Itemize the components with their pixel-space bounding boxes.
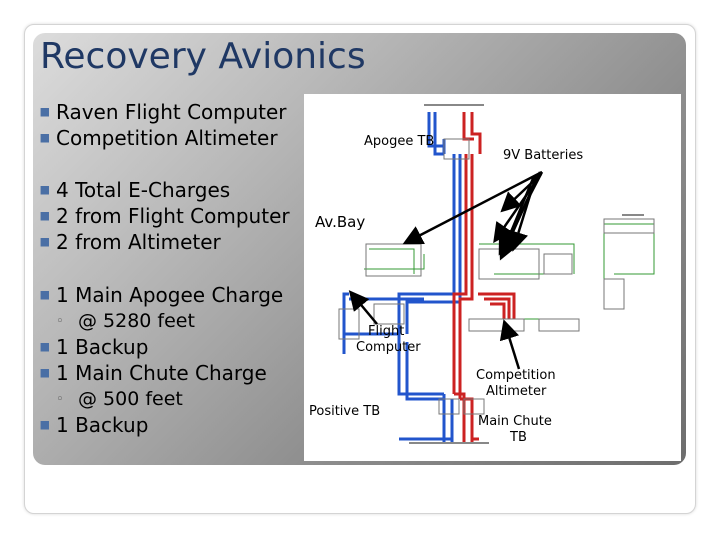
bullet-marker-icon: ⯀ [40, 236, 50, 250]
main-chute-tb-label-line2: TB [510, 430, 527, 445]
bullet-item: ⯀1 Main Apogee Charge [40, 283, 284, 307]
bullet-item: ⯀4 Total E-Charges [40, 178, 231, 202]
slide-title: Recovery Avionics [40, 36, 366, 77]
bullet-marker-icon: ⯀ [40, 132, 50, 146]
bullet-item: ⯀1 Backup [40, 335, 149, 359]
wiring-diagram: Apogee TB 9V Batteries Av.Bay Flight Com… [304, 94, 681, 461]
flight-computer-label-line2: Computer [356, 340, 421, 355]
wiring-schematic [338, 104, 655, 444]
bullet-marker-icon: ⯀ [40, 210, 50, 224]
bullet-marker-icon: ⯀ [40, 184, 50, 198]
bullet-marker-icon: ⯀ [40, 341, 50, 355]
bullet-item: ⯀2 from Flight Computer [40, 204, 290, 228]
competition-altimeter-label-line1: Competition [476, 368, 556, 383]
sub-bullet-marker-icon: ◦ [56, 314, 64, 329]
main-chute-tb-label-line1: Main Chute [478, 414, 552, 429]
bullet-marker-icon: ⯀ [40, 289, 50, 303]
bullet-marker-icon: ⯀ [40, 419, 50, 433]
arrow-to-competition-altimeter [499, 319, 521, 370]
arrow-to-flight-computer [348, 290, 378, 325]
sub-bullet-marker-icon: ◦ [56, 392, 64, 407]
arrow-to-battery-right [498, 171, 544, 256]
sub-bullet-item: ◦@ 500 feet [56, 386, 183, 413]
batteries-label: 9V Batteries [503, 148, 584, 163]
red-wires [452, 112, 516, 442]
positive-tb-label: Positive TB [309, 404, 381, 419]
flight-computer-label-line1: Flight [368, 324, 405, 339]
component-blocks [338, 138, 655, 415]
sub-bullet-item: ◦@ 5280 feet [56, 308, 195, 335]
apogee-tb-label: Apogee TB [364, 134, 435, 149]
blue-wires [342, 112, 462, 442]
bullet-item: ⯀Raven Flight Computer [40, 100, 287, 124]
bullet-marker-icon: ⯀ [40, 367, 50, 381]
bullet-item: ⯀Competition Altimeter [40, 126, 278, 150]
bullet-item: ⯀1 Main Chute Charge [40, 361, 267, 385]
bullet-item: ⯀1 Backup [40, 413, 149, 437]
competition-altimeter-label-line2: Altimeter [486, 384, 547, 399]
bullet-marker-icon: ⯀ [40, 106, 50, 120]
arrow-to-battery-left [402, 170, 543, 245]
bullet-item: ⯀2 from Altimeter [40, 230, 221, 254]
schematic-text-marks [409, 104, 644, 444]
av-bay-label: Av.Bay [315, 213, 366, 231]
